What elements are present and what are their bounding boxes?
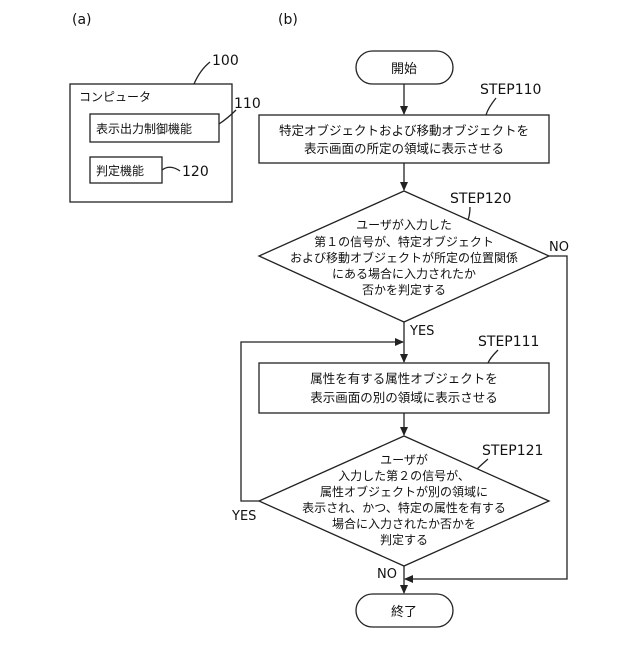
- step120-line-4: にある場合に入力されたか: [332, 266, 476, 281]
- panel-a-label: (a): [72, 12, 92, 28]
- step121-yes-label: YES: [231, 509, 256, 524]
- step120-line-2: 第１の信号が、特定オブジェクト: [314, 234, 494, 249]
- step111-line-1: 属性を有する属性オブジェクトを: [310, 371, 498, 386]
- step121-line-5: 場合に入力されたか否かを: [332, 516, 476, 531]
- step111-ref: STEP111: [478, 334, 539, 350]
- display-control-label: 表示出力制御機能: [96, 121, 192, 136]
- step121-ref-leader: [476, 459, 488, 470]
- end-label: 終了: [391, 604, 417, 620]
- step120-line-3: および移動オブジェクトが所定の位置関係: [290, 250, 518, 265]
- computer-ref-leader: [194, 62, 210, 84]
- step121-ref: STEP121: [482, 443, 543, 459]
- step120-ref: STEP120: [450, 191, 511, 207]
- start-label: 開始: [391, 62, 417, 77]
- step120-no-label: NO: [549, 240, 569, 255]
- step121-line-6: 判定する: [380, 532, 428, 547]
- display-control-ref-number: 110: [234, 96, 261, 112]
- step121-line-2: 入力した第２の信号が、: [338, 468, 470, 483]
- step121-no-label: NO: [377, 567, 397, 582]
- step110-line-2: 表示画面の所定の領域に表示させる: [304, 141, 504, 156]
- step120-ref-leader: [468, 207, 470, 220]
- computer-ref-number: 100: [212, 53, 239, 69]
- step110-ref: STEP110: [480, 82, 541, 98]
- step120-yes-label: YES: [409, 324, 434, 339]
- step121-line-3: 属性オブジェクトが別の領域に: [320, 484, 488, 499]
- step111-ref-leader: [488, 350, 498, 363]
- judge-ref-number: 120: [182, 164, 209, 180]
- step121-line-4: 表示され、かつ、特定の属性を有する: [302, 500, 506, 515]
- step111-line-2: 表示画面の別の領域に表示させる: [310, 390, 498, 405]
- panel-b-label: (b): [278, 12, 298, 28]
- step110-line-1: 特定オブジェクトおよび移動オブジェクトを: [279, 123, 529, 138]
- step120-line-1: ユーザが入力した: [356, 217, 452, 232]
- step110-ref-leader: [486, 98, 496, 115]
- step121-line-1: ユーザが: [380, 452, 428, 467]
- judge-label: 判定機能: [96, 163, 144, 178]
- step120-line-5: 否かを判定する: [362, 282, 446, 297]
- computer-title: コンピュータ: [79, 90, 151, 104]
